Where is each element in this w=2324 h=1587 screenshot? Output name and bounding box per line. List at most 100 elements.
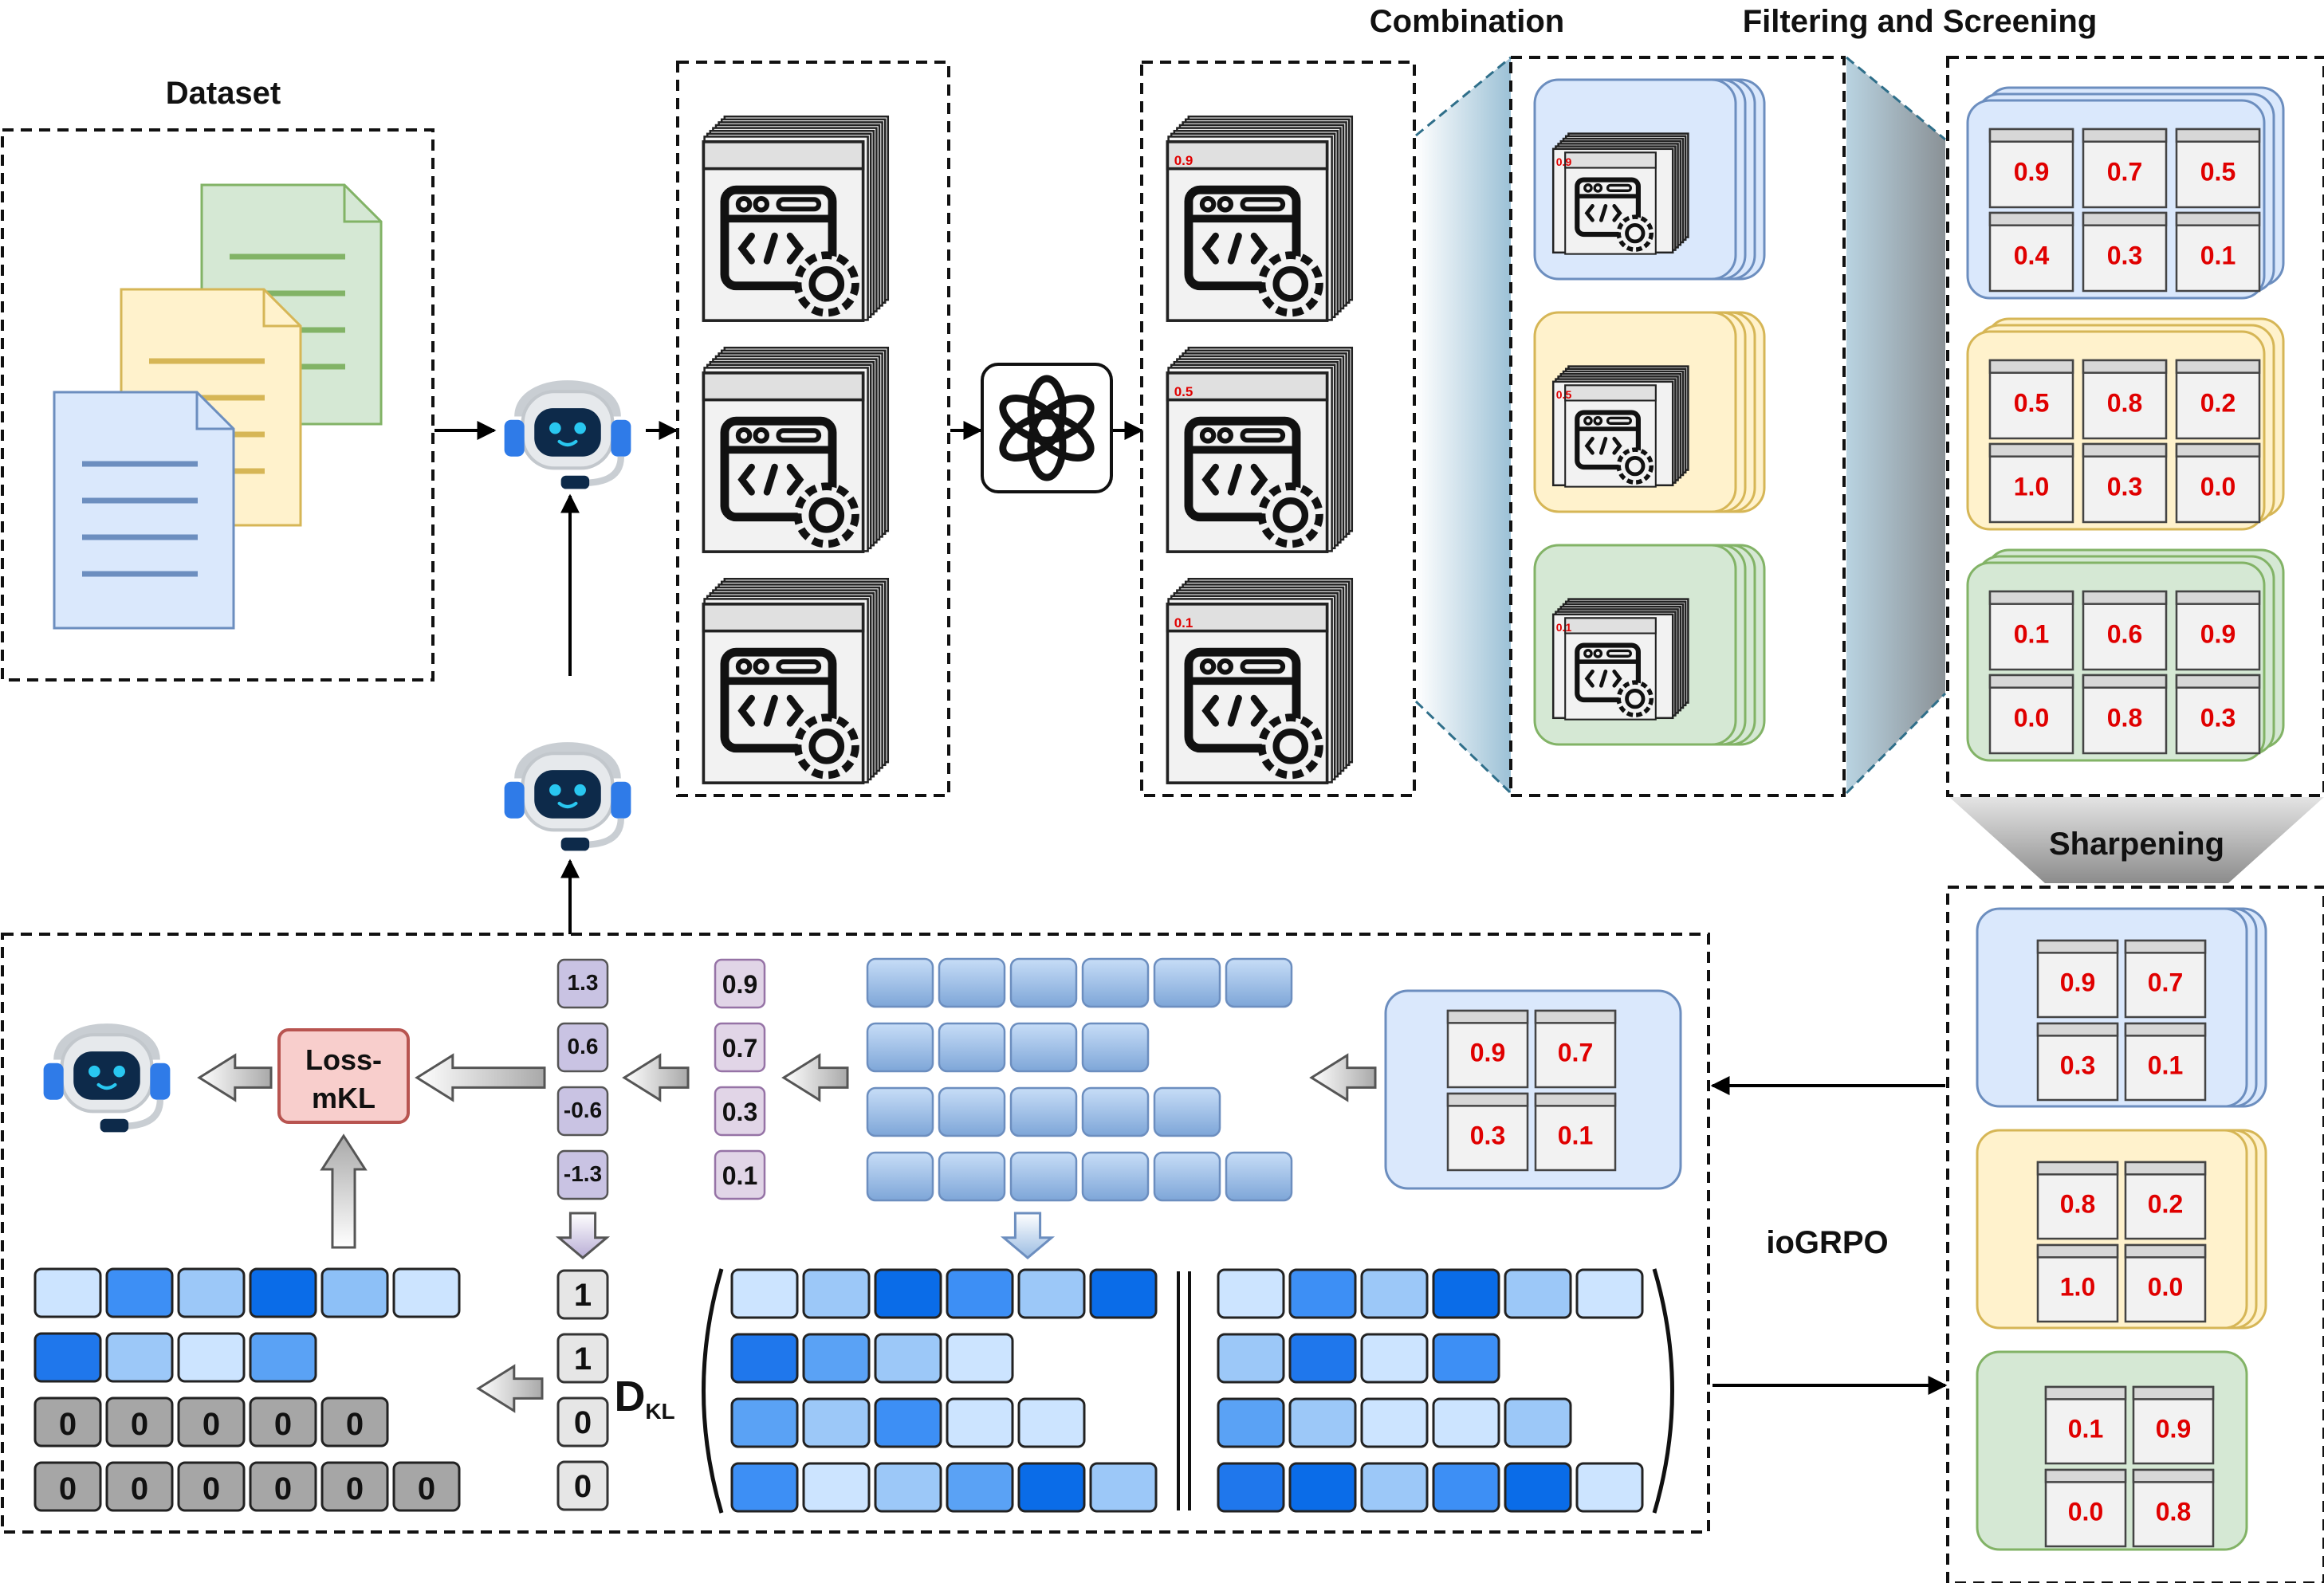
- arrow-mask-to-loss: [320, 1133, 368, 1249]
- score-card-header: [2036, 939, 2119, 954]
- response-token: [1081, 1086, 1150, 1137]
- weighted-token: [105, 1267, 174, 1318]
- masked-token-value: 0: [274, 1471, 292, 1506]
- window-score-label: 0.9: [1174, 153, 1193, 168]
- score-card: 0.7: [2124, 939, 2207, 1019]
- score-card-header: [1988, 211, 2074, 226]
- score-card-header: [2175, 442, 2261, 458]
- score-card-header: [2082, 674, 2168, 689]
- judge-icon-frame: [981, 363, 1113, 493]
- code-window-icon: [1167, 604, 1327, 783]
- advantage-cell: -1.3: [556, 1149, 609, 1200]
- policy-token-prob: [1089, 1462, 1158, 1513]
- window-score-label: 0.5: [1556, 388, 1572, 401]
- reference-token-prob: [1288, 1462, 1357, 1513]
- score-card: 0.1: [1534, 1092, 1617, 1172]
- score-card: 0.0: [2124, 1243, 2207, 1323]
- arrow-loss-to-robot: [197, 1053, 273, 1102]
- updated-robot-icon: [505, 747, 631, 850]
- filtering-projection: [1846, 57, 1945, 793]
- score-card: 0.3: [2082, 211, 2168, 293]
- score-card: 0.8: [2082, 359, 2168, 440]
- score-value: 0.8: [2156, 1497, 2191, 1526]
- scored-stack: 0.1: [1167, 577, 1354, 783]
- weighted-token: [177, 1461, 246, 1512]
- policy-token-prob: [802, 1462, 871, 1513]
- group-card: [1384, 989, 1682, 1190]
- advantage-cell: -0.6: [556, 1086, 609, 1137]
- score-card-header: [2175, 590, 2261, 605]
- reference-token-prob: [1504, 1462, 1572, 1513]
- response-token: [1081, 957, 1150, 1008]
- weighted-token: [320, 1396, 389, 1448]
- score-card-header: [2124, 939, 2207, 954]
- masked-token-value: 0: [203, 1407, 220, 1442]
- combination-title: Combination: [1370, 4, 1564, 39]
- score-card-header: [1446, 1092, 1529, 1107]
- score-card: 0.9: [2175, 590, 2261, 671]
- mask-cell: 0: [556, 1460, 609, 1511]
- masked-token-value: 0: [59, 1471, 77, 1506]
- arrow-tokens-to-rewards: [781, 1053, 849, 1102]
- score-card: 0.3: [2036, 1022, 2119, 1102]
- mask-cell: 0: [556, 1396, 609, 1448]
- reference-token-prob: [1575, 1462, 1644, 1513]
- score-value: 0.0: [2068, 1497, 2103, 1526]
- response-token: [938, 1086, 1006, 1137]
- response-token: [938, 1022, 1006, 1073]
- score-card: 0.0: [1988, 674, 2074, 755]
- score-value: 0.8: [2107, 704, 2142, 733]
- reference-token-prob: [1217, 1333, 1285, 1384]
- response-token: [1081, 1151, 1150, 1202]
- score-card: 0.8: [2132, 1468, 2215, 1548]
- weighted-token: [33, 1332, 102, 1383]
- score-card-header: [1534, 1092, 1617, 1107]
- weighted-token: [33, 1267, 102, 1318]
- masked-token-value: 0: [346, 1471, 364, 1506]
- score-card-header: [1988, 128, 2074, 143]
- reward-value: 0.1: [722, 1161, 757, 1190]
- reward-cell: 0.1: [714, 1149, 766, 1200]
- sharpening-box: [1946, 886, 2324, 1585]
- score-value: 0.0: [2200, 473, 2236, 501]
- reference-token-prob: [1504, 1397, 1572, 1448]
- score-card-header: [1988, 674, 2074, 689]
- masked-token-value: 0: [346, 1407, 364, 1442]
- window-score-label: 0.1: [1174, 615, 1193, 630]
- score-card-header: [2082, 128, 2168, 143]
- combination-stack: 0.1: [1551, 598, 1689, 720]
- scored-stack: 0.9: [1167, 115, 1354, 320]
- score-card-header: [2082, 590, 2168, 605]
- policy-token-prob: [1089, 1268, 1158, 1319]
- sharpening-projection: [1949, 797, 2324, 883]
- policy-token-prob: [946, 1268, 1014, 1319]
- reward-cell: 0.3: [714, 1086, 766, 1137]
- score-value: 0.8: [2060, 1189, 2095, 1218]
- window-score-label: 0.9: [1556, 155, 1572, 168]
- policy-robot-icon: [505, 385, 631, 489]
- score-value: 0.1: [2200, 242, 2236, 270]
- loss-label-line2: mKL: [312, 1082, 376, 1114]
- score-card-header: [2132, 1385, 2215, 1400]
- score-value: 0.7: [2107, 158, 2142, 187]
- advantage-cell: 0.6: [556, 1022, 609, 1073]
- mask-box: [556, 1333, 609, 1384]
- score-value: 0.2: [2148, 1189, 2183, 1218]
- response-token: [1225, 957, 1293, 1008]
- reference-token-prob: [1432, 1397, 1500, 1448]
- weighted-token: [105, 1461, 174, 1512]
- document-fold: [262, 289, 301, 328]
- score-card: 0.9: [1446, 1009, 1529, 1089]
- score-card: 0.7: [2082, 128, 2168, 209]
- document-blue-icon: [53, 391, 235, 630]
- score-card: 1.0: [2036, 1243, 2119, 1323]
- reference-token-prob: [1504, 1268, 1572, 1319]
- response-token: [1009, 1151, 1078, 1202]
- score-card-header: [2124, 1022, 2207, 1037]
- weighted-token: [320, 1267, 389, 1318]
- combination-stack: 0.9: [1551, 132, 1689, 254]
- reward-value: 0.3: [722, 1098, 757, 1126]
- loss-box-frame: [277, 1028, 410, 1124]
